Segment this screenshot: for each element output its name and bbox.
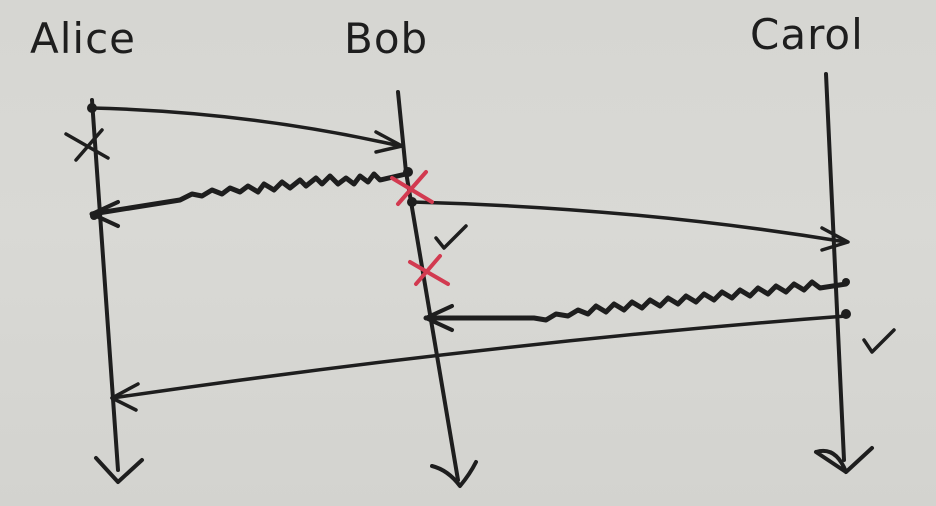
cross-mark-alice [64,128,110,162]
participant-carol-label: Carol [750,10,864,59]
cross-mark-bob-2 [408,254,450,286]
message-alice-to-bob [87,103,404,154]
check-mark-carol [862,328,896,354]
lifeline-alice [90,98,144,484]
message-carol-to-bob-scribbled [423,278,850,332]
participant-bob-label: Bob [344,14,429,63]
message-bob-to-carol [407,197,850,252]
check-mark-bob [434,224,468,250]
lifeline-bob [396,90,478,488]
cross-mark-bob-1 [390,170,434,206]
receive-dot [90,212,98,220]
message-bob-to-alice-scribbled [89,167,413,228]
participant-alice-label: Alice [30,14,137,63]
message-carol-to-alice [110,309,851,412]
lifeline-carol [814,72,874,474]
